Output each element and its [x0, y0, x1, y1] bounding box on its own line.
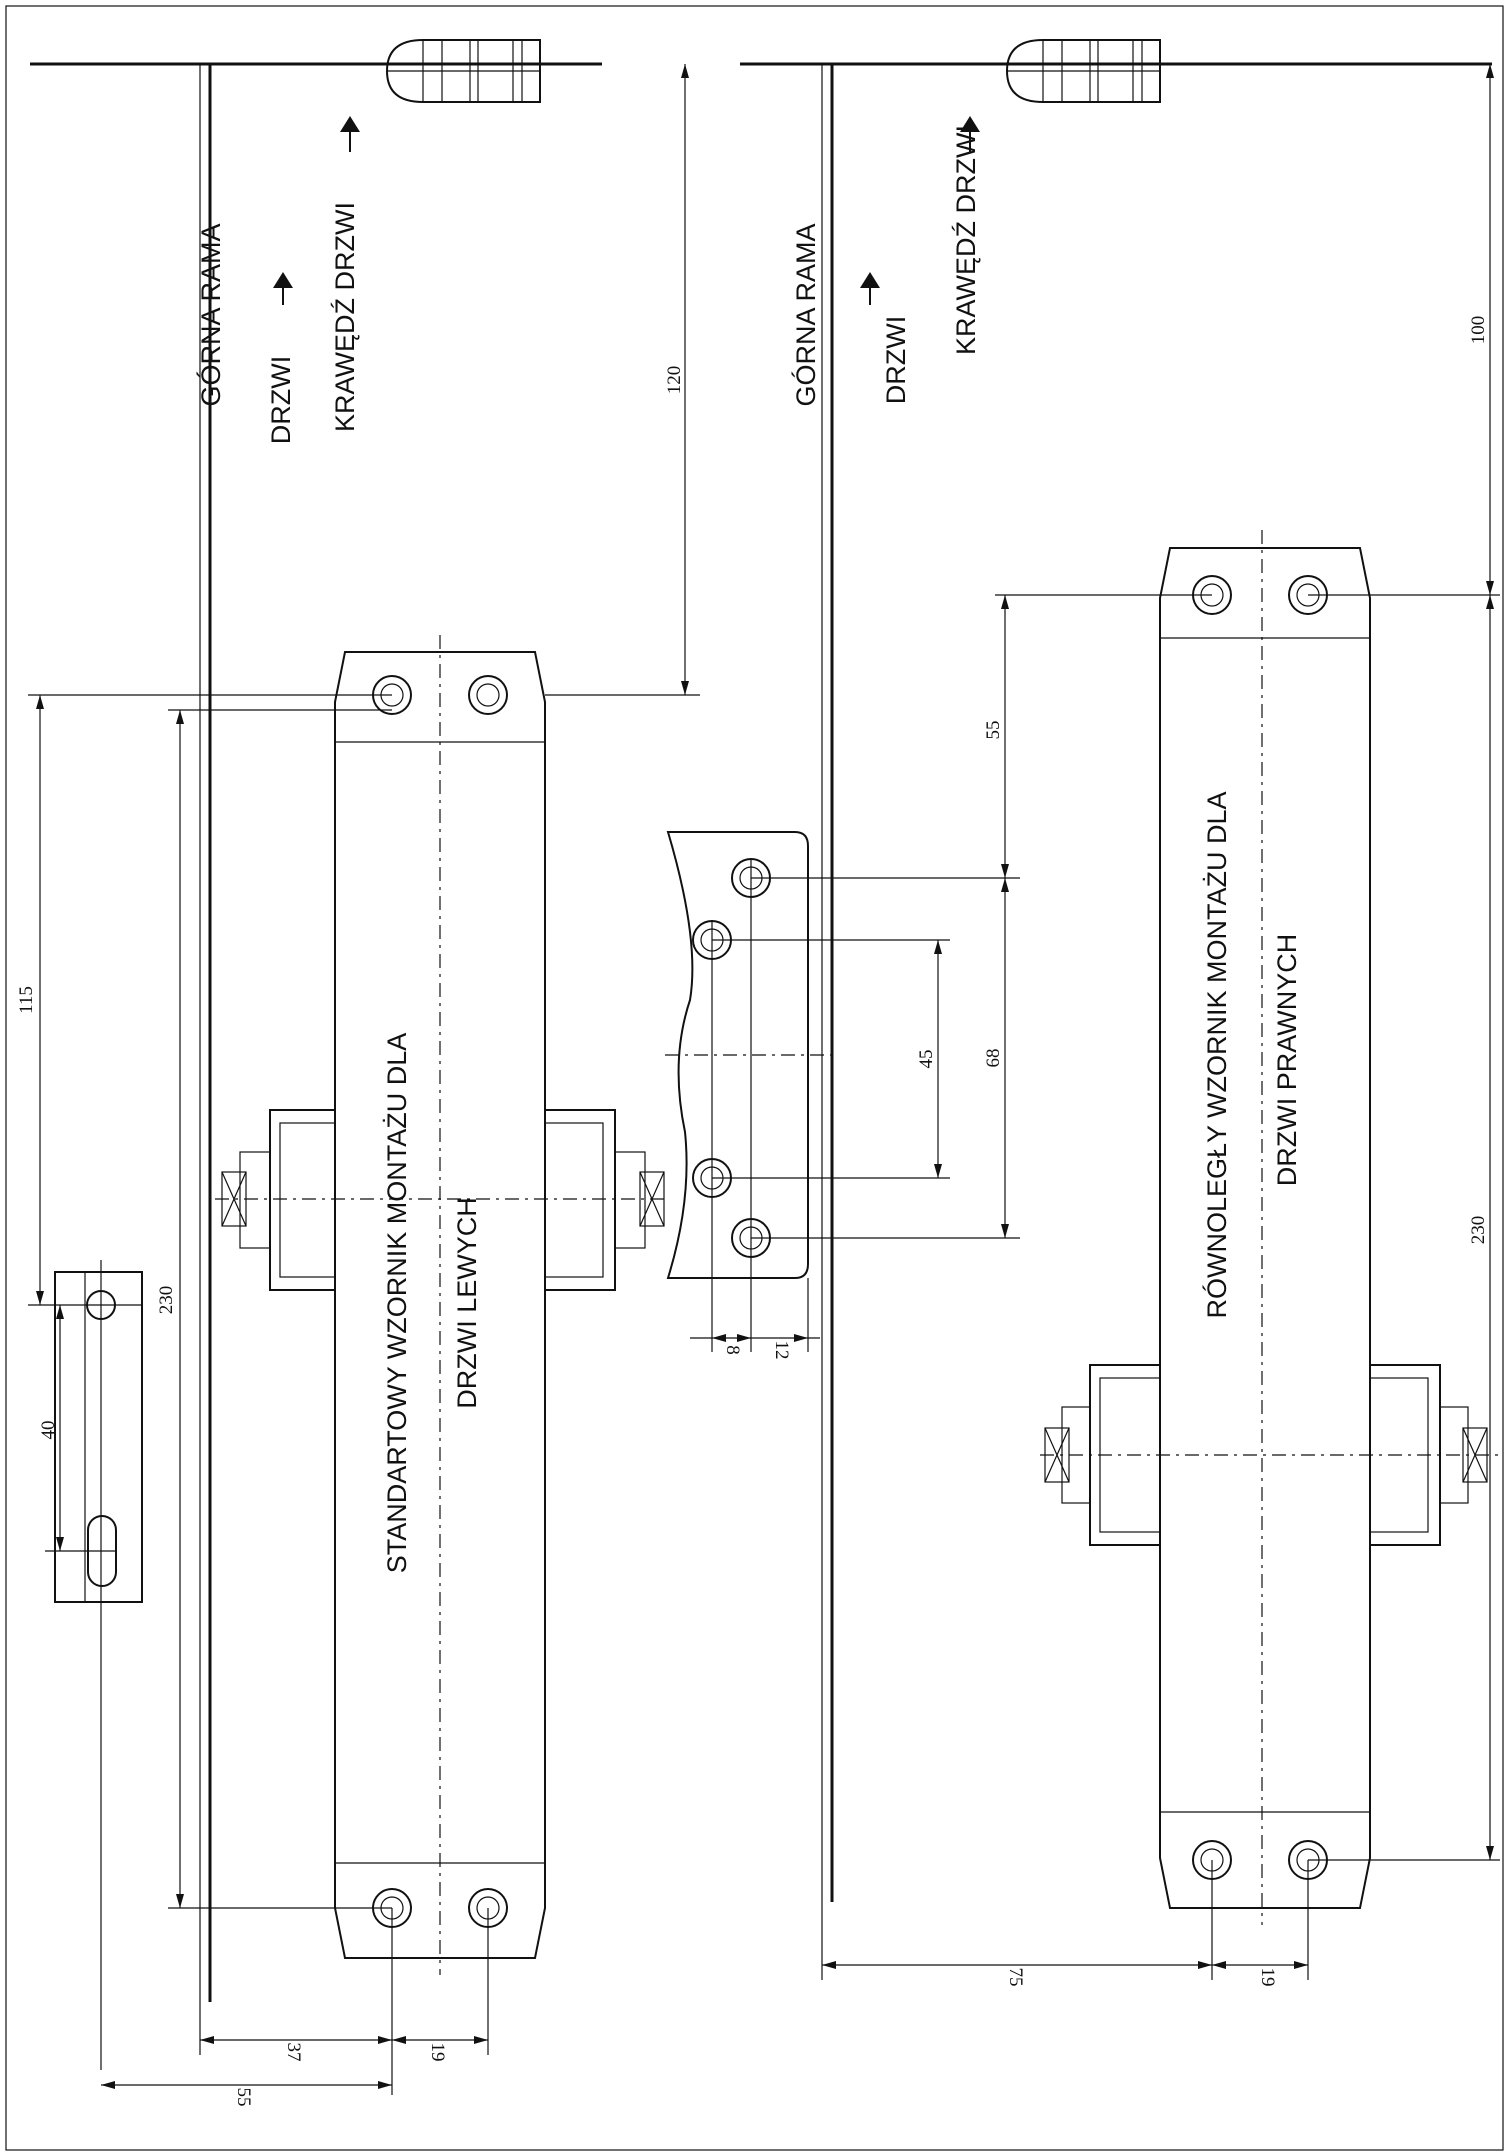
dim-40-label: 40	[38, 1421, 59, 1440]
right-closer-body	[1159, 547, 1371, 1909]
dim-45-label: 45	[916, 1050, 937, 1069]
page-border	[5, 5, 1504, 2151]
dim-100-label: 100	[1468, 316, 1489, 345]
dim-55-bottom-label: 55	[233, 2088, 254, 2107]
dim-55-right: 55	[983, 594, 1212, 878]
right-template-subtitle: DRZWI PRAWNYCH	[1272, 934, 1302, 1186]
left-frame-label: GÓRNA RAMA	[195, 223, 226, 406]
left-template-title: STANDARTOWY WZORNIK MONTAŻU DLA	[381, 1033, 412, 1574]
left-arm-bracket	[54, 1260, 143, 2070]
left-door-arrow-icon	[273, 272, 293, 305]
left-door-edge-label: KRAWĘDŹ DRZWI	[330, 202, 360, 432]
left-hinge-icon	[385, 39, 541, 103]
right-door-edge-arrow-icon	[960, 116, 980, 152]
right-template-title: RÓWNOLEGŁY WZORNIK MONTAŻU DLA	[1201, 791, 1232, 1318]
left-pivot-icon	[221, 1109, 665, 1291]
right-hinge-icon	[1005, 39, 1161, 103]
dim-100: 100	[1308, 64, 1500, 596]
arm-shoe: 8 12 45 68	[665, 831, 1020, 1360]
right-door-label: DRZWI	[881, 316, 911, 404]
dim-115: 115	[16, 694, 392, 1306]
right-template: GÓRNA RAMA DRZWI KRAWĘDŹ DRZWI	[740, 39, 1500, 1987]
dim-230-left-label: 230	[156, 1286, 177, 1315]
dim-230-right-label: 230	[1468, 1216, 1489, 1245]
dim-230-left: 230	[156, 709, 392, 1909]
dim-55-right-label: 55	[983, 721, 1004, 740]
dim-8-label: 8	[722, 1345, 743, 1355]
dim-230-right: 230	[1308, 595, 1500, 1861]
left-door-edge-arrow-icon	[340, 116, 360, 152]
dim-37-19-55: 37 19 55	[101, 1908, 489, 2107]
dim-120-label: 120	[664, 366, 685, 395]
dim-115-label: 115	[16, 986, 37, 1014]
right-door-arrow-icon	[860, 272, 880, 305]
dim-12-label: 12	[771, 1341, 792, 1360]
dim-120: 120	[545, 64, 700, 696]
dim-19-left-label: 19	[427, 2043, 448, 2062]
left-template-subtitle: DRZWI LEWYCH	[452, 1197, 482, 1409]
left-template: GÓRNA RAMA DRZWI KRAWĘDŹ DRZWI	[16, 39, 700, 2107]
dim-75-19: 75 19	[821, 1860, 1309, 1987]
dim-37-label: 37	[283, 2043, 304, 2062]
right-frame-label: GÓRNA RAMA	[790, 223, 821, 406]
dim-68-label: 68	[983, 1049, 1004, 1068]
right-pivot-icon	[1044, 1364, 1488, 1546]
dim-40: 40	[38, 1305, 116, 1552]
dim-75-label: 75	[1005, 1968, 1026, 1987]
right-door-edge-label: KRAWĘDŹ DRZWI	[951, 125, 981, 355]
left-door-label: DRZWI	[266, 356, 296, 444]
dim-19-right-label: 19	[1257, 1968, 1278, 1987]
